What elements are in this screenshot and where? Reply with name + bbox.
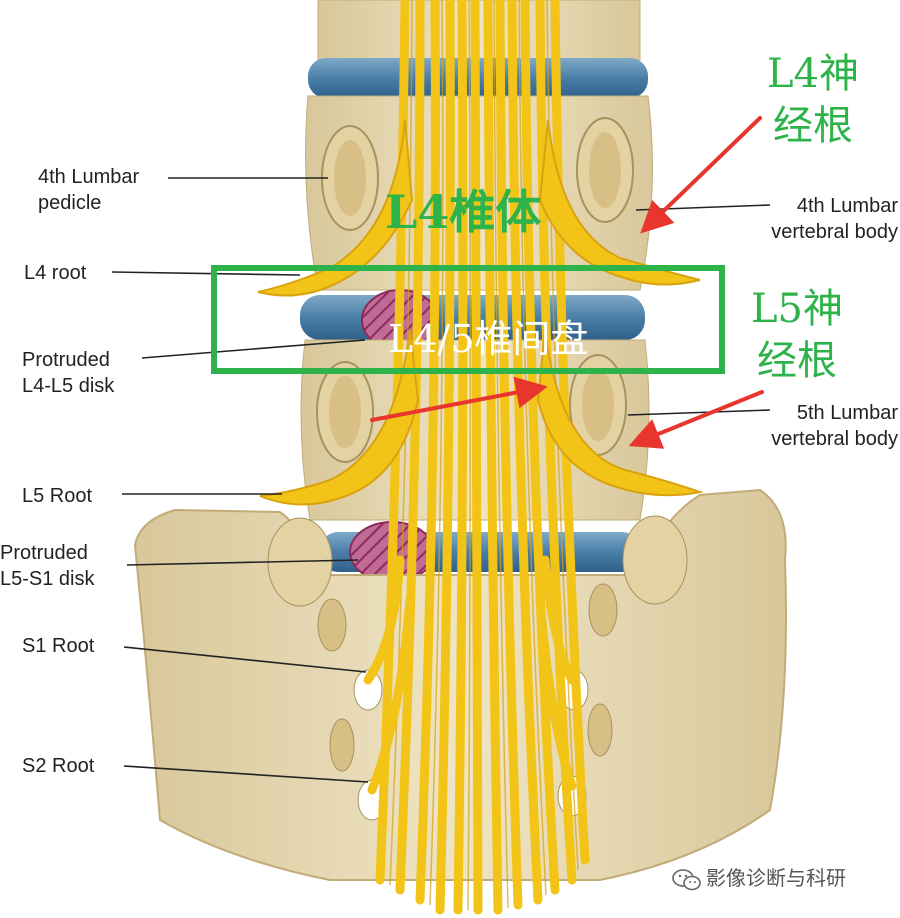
label-s1-root: S1 Root bbox=[22, 635, 95, 657]
wechat-icon bbox=[672, 868, 702, 891]
label-5th-lumbar-vertebral-body: 5th Lumbar vertebral body bbox=[771, 402, 898, 450]
sacral-crest-left-1 bbox=[317, 598, 347, 652]
watermark-text: 影像诊断与科研 bbox=[706, 866, 846, 890]
watermark: 影像诊断与科研 bbox=[672, 862, 846, 891]
annotation-l4-l5-disc: L4/5椎间盘 bbox=[388, 317, 589, 361]
label-s2-root: S2 Root bbox=[22, 755, 95, 777]
s2-root-left bbox=[367, 595, 415, 795]
label-4th-lumbar-vertebral-body: 4th Lumbar vertebral body bbox=[771, 195, 898, 243]
sacral-foramen-s1-left bbox=[353, 669, 383, 711]
l5-root-right bbox=[536, 329, 704, 497]
annotation-l5-nerve-root: L5神 经根 bbox=[750, 286, 843, 384]
label-l4-root: L4 root bbox=[24, 262, 87, 284]
annotation-arrows bbox=[370, 116, 764, 449]
sacral-crest-right-2 bbox=[587, 703, 613, 757]
arrow-l4-root bbox=[640, 116, 762, 234]
label-protruded-l4-l5-disk: Protruded L4-L5 disk bbox=[22, 349, 115, 397]
cauda-equina bbox=[375, 0, 590, 915]
sacral-crest-left-2 bbox=[329, 718, 355, 772]
s1-root-left bbox=[363, 555, 405, 685]
s1-root-right bbox=[540, 555, 577, 685]
l4-root-left bbox=[257, 119, 414, 297]
l4-right-pedicle-core bbox=[589, 132, 621, 208]
l4-l5-highlight-box bbox=[211, 265, 725, 374]
l4-left-pedicle-core bbox=[334, 140, 366, 216]
l5-right-pedicle-core bbox=[582, 369, 614, 441]
arrow-l5-root-right bbox=[628, 390, 764, 449]
sacral-facet-right bbox=[622, 515, 688, 605]
label-l5-root: L5 Root bbox=[22, 485, 93, 507]
s2-root-right bbox=[535, 595, 577, 791]
label-4th-lumbar-pedicle: 4th Lumbar pedicle bbox=[38, 166, 140, 214]
arrow-l5-root-center bbox=[370, 376, 548, 422]
l5-root-left bbox=[259, 329, 420, 506]
label-protruded-l5-s1-disk: Protruded L5-S1 disk bbox=[0, 542, 95, 590]
sacral-crest-right-1 bbox=[588, 583, 618, 637]
annotation-l4-nerve-root: L4神 经根 bbox=[766, 51, 859, 149]
annotation-l4-vertebral-body: L4椎体 bbox=[385, 185, 542, 239]
l5-left-pedicle-core bbox=[329, 376, 361, 448]
l4-root-right bbox=[538, 119, 701, 286]
